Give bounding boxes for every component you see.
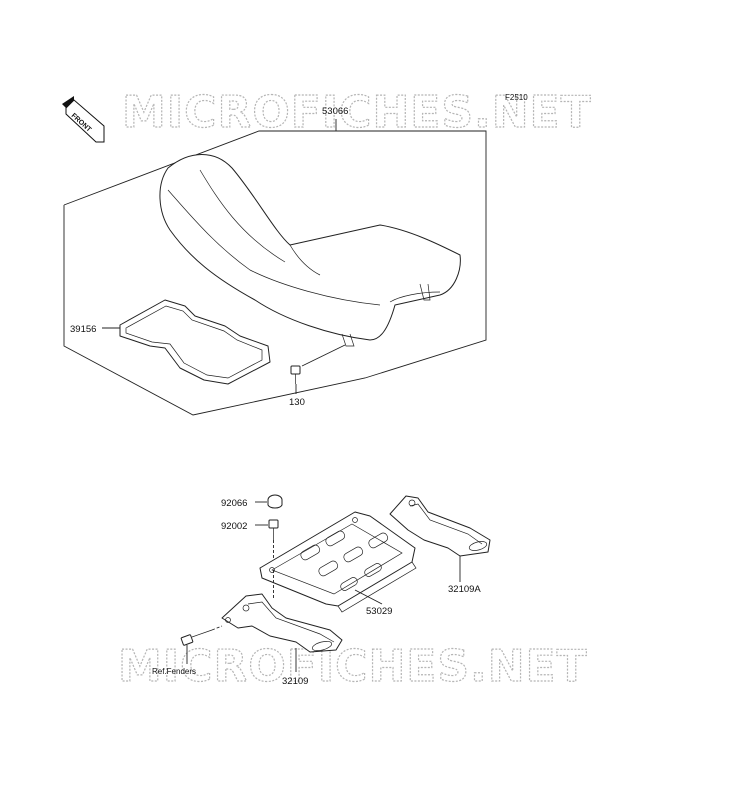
bolt-130-callout: 130 — [289, 397, 305, 408]
ref-fenders-callout: Ref.Fenders — [152, 667, 196, 676]
front-arrow-icon: FRONT — [62, 96, 105, 143]
cap-callout: 92066 — [221, 498, 247, 509]
carrier-callout: 53029 — [366, 606, 392, 617]
watermark-top: MICROFICHES.NET — [122, 87, 592, 138]
seat-callout: 53066 — [322, 106, 348, 117]
seat-group-frame — [63, 130, 487, 416]
bracket-right-callout: 32109A — [448, 584, 481, 595]
bracket-left-part — [221, 570, 343, 653]
carrier-leader — [354, 589, 383, 605]
seat-pad-part — [119, 299, 271, 385]
seat-pad-callout: 39156 — [70, 324, 96, 335]
bolt-92002-callout: 92002 — [221, 521, 247, 532]
bolt-130-part — [290, 344, 346, 384]
cap-part — [267, 494, 283, 509]
bracket-right-part — [389, 495, 491, 557]
figure-code: F2510 — [505, 93, 528, 102]
seat-part — [159, 154, 461, 347]
bracket-left-callout: 32109 — [282, 676, 308, 687]
fender-bolt-part — [180, 625, 223, 646]
watermark-bottom: MICROFICHES.NET — [118, 641, 588, 692]
carrier-part — [259, 511, 417, 613]
